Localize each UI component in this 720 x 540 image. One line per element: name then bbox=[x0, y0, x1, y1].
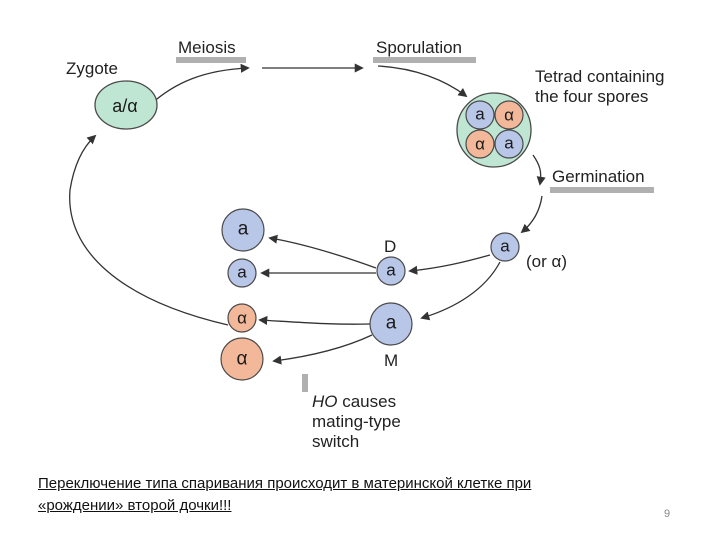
left-alpha-big-text: α bbox=[237, 349, 248, 370]
tetrad-spore-1 bbox=[465, 100, 495, 130]
or-alpha-label: (or α) bbox=[526, 252, 567, 271]
tetrad-spore-1-text: a bbox=[475, 105, 485, 124]
left-a-big-text: a bbox=[238, 219, 249, 240]
daughter-cell bbox=[376, 256, 406, 286]
left-alpha-big-cell bbox=[220, 337, 264, 381]
sporulation-label: Sporulation bbox=[376, 38, 462, 57]
meiosis-label: Meiosis bbox=[178, 38, 236, 57]
zygote-label: Zygote bbox=[66, 59, 118, 78]
left-a-small-cell bbox=[227, 258, 257, 288]
caption-line-2: «рождении» второй дочки!!! bbox=[38, 497, 232, 514]
arrow-tetrad-to-germination bbox=[532, 154, 546, 186]
arrow-mother-to-left-alpha-big bbox=[272, 334, 373, 365]
caption-line-1: Переключение типа спаривания происходит … bbox=[38, 475, 532, 492]
mother-cell-text: a bbox=[386, 313, 397, 334]
arrow-daughter-to-left-a-big bbox=[268, 234, 377, 269]
ho-label-line3: switch bbox=[312, 432, 359, 451]
spore-cell bbox=[490, 232, 520, 262]
left-alpha-small-cell bbox=[227, 303, 257, 333]
zygote-cell bbox=[94, 80, 158, 130]
ho-label-italic: HO bbox=[312, 392, 338, 411]
left-a-small-text: a bbox=[237, 263, 247, 282]
d-label: D bbox=[384, 237, 396, 256]
left-alpha-small-text: α bbox=[237, 309, 247, 328]
ho-label-rest: causes bbox=[338, 392, 397, 411]
daughter-cell-text: a bbox=[386, 261, 396, 280]
arrow-sporulation-to-tetrad bbox=[377, 65, 468, 98]
slide-caption: Переключение типа спаривания происходит … bbox=[38, 473, 628, 517]
tetrad-label-line1: Tetrad containing bbox=[535, 67, 664, 86]
ho-label-bar bbox=[302, 374, 308, 392]
tetrad-ascus bbox=[456, 92, 532, 168]
tetrad-spore-3-text: α bbox=[475, 135, 485, 154]
spore-cell-text: a bbox=[500, 237, 510, 256]
tetrad-spore-2-text: α bbox=[504, 106, 514, 125]
tetrad-spore-4 bbox=[494, 129, 524, 159]
ho-label-line1: HO causes bbox=[312, 392, 396, 411]
mother-cell bbox=[369, 302, 413, 346]
sporulation-label-bar bbox=[373, 57, 476, 63]
meiosis-label-bar bbox=[176, 57, 246, 63]
tetrad-spore-2 bbox=[494, 100, 524, 130]
germination-label-bar bbox=[550, 187, 654, 193]
tetrad-spore-3 bbox=[465, 129, 495, 159]
page-number: 9 bbox=[664, 508, 671, 520]
arrow-spore-to-daughter bbox=[408, 254, 491, 275]
ho-label-line2: mating-type bbox=[312, 412, 401, 431]
arrow-spore-to-mother bbox=[420, 261, 501, 321]
zygote-cell-text: a/α bbox=[112, 96, 137, 116]
tetrad-spore-4-text: a bbox=[504, 134, 514, 153]
tetrad-label-line2: the four spores bbox=[535, 87, 648, 106]
arrow-germination-to-spore bbox=[520, 195, 543, 234]
m-label: M bbox=[384, 351, 398, 370]
left-a-big-cell bbox=[221, 208, 265, 252]
germination-label: Germination bbox=[552, 167, 645, 186]
arrow-return-to-zygote bbox=[69, 134, 229, 326]
arrow-zygote-to-meiosis bbox=[149, 63, 250, 106]
arrow-mother-to-left-alpha-small bbox=[258, 315, 371, 325]
